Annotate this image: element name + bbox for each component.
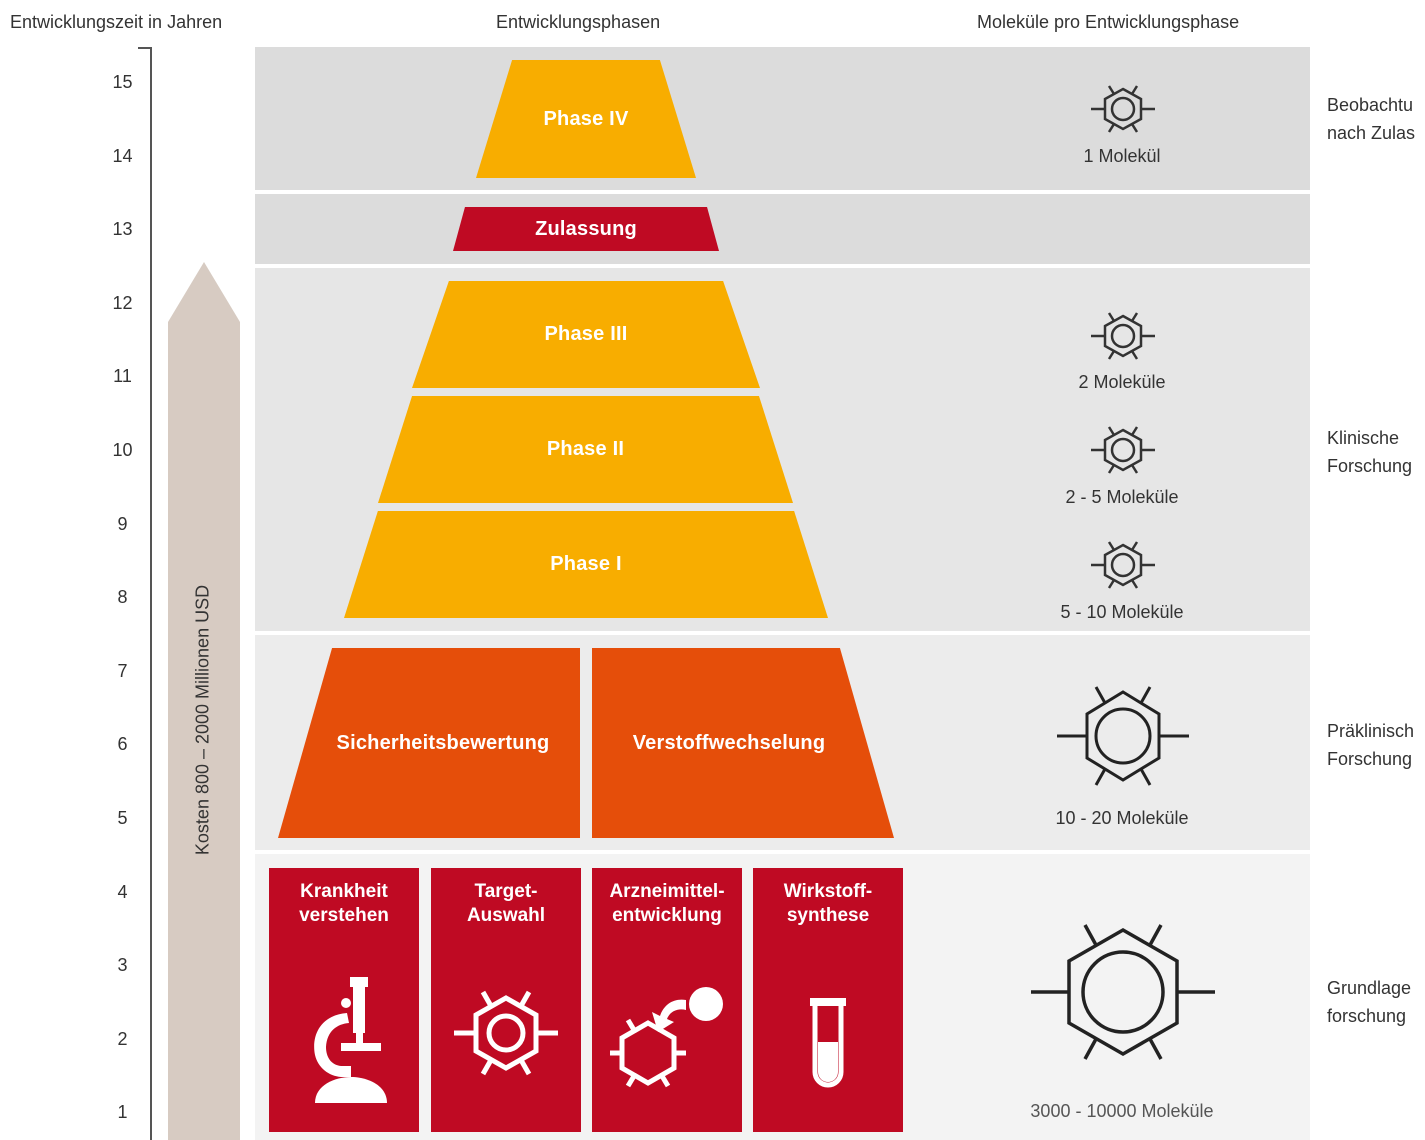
card-understand-disease: Krankheit verstehen <box>269 868 419 1132</box>
test-tube-icon <box>810 998 846 1088</box>
molecule-count-phase4: 1 Molekül <box>1083 146 1161 166</box>
year-tick: 9 <box>117 513 128 534</box>
time-axis-line <box>150 47 152 1140</box>
molecule-docking-icon <box>610 987 723 1088</box>
phase-i-label: Phase I <box>550 553 622 575</box>
year-tick: 8 <box>117 587 128 608</box>
cost-label: Kosten 800 – 2000 Millionen USD <box>192 584 213 856</box>
year-tick: 4 <box>117 881 128 902</box>
phase-i-block: Phase I <box>344 511 828 618</box>
phase-iv-label: Phase IV <box>543 107 629 130</box>
card-compound-synthesis: Wirkstoff- synthese <box>753 868 903 1132</box>
year-tick: 12 <box>112 292 133 313</box>
year-tick: 13 <box>112 219 133 240</box>
category-clinical: Klinische Forschung <box>1327 428 1413 476</box>
phase-iii-label: Phase III <box>544 323 628 345</box>
molecule-icon-phase2 <box>1091 426 1155 474</box>
molecule-icon-phase3 <box>1091 312 1155 360</box>
year-tick: 15 <box>112 72 133 92</box>
molecule-count-basic-research: 3000 - 10000 Moleküle <box>1030 1101 1214 1121</box>
molecule-count-preclinical: 10 - 20 Moleküle <box>1055 808 1189 828</box>
molecule-count-phase2: 2 - 5 Moleküle <box>1065 487 1179 507</box>
category-preclinical: Präklinisch Forschung <box>1327 721 1415 769</box>
molecule-icon-preclinical <box>1057 686 1189 786</box>
card-target-selection-label: Target- Auswahl <box>466 881 546 926</box>
molecules-header: Moleküle pro Entwicklungsphase <box>977 12 1240 32</box>
category-observation: Beobachtu nach Zulas <box>1327 95 1416 143</box>
molecule-icon <box>454 990 558 1076</box>
year-tick: 3 <box>117 955 128 976</box>
phase-iv-block: Phase IV <box>476 60 696 178</box>
year-tick: 14 <box>112 145 133 166</box>
category-basic-research: Grundlage forschung <box>1327 978 1412 1026</box>
card-drug-development: Arzneimittel- entwicklung <box>592 868 742 1132</box>
card-target-selection: Target- Auswahl <box>431 868 581 1132</box>
metabolism-label: Verstoffwechselung <box>632 731 826 754</box>
molecule-icon-basic-research <box>1031 924 1215 1060</box>
molecule-count-phase1: 5 - 10 Moleküle <box>1060 602 1184 622</box>
year-tick: 1 <box>117 1102 128 1123</box>
card-drug-development-label: Arzneimittel- entwicklung <box>609 881 725 926</box>
time-axis-header: Entwicklungszeit in Jahren <box>10 12 223 32</box>
approval-label: Zulassung <box>535 217 637 240</box>
molecule-icon-phase1 <box>1091 541 1155 589</box>
band-approval <box>255 194 1310 264</box>
year-tick: 2 <box>117 1028 128 1049</box>
card-compound-synthesis-label: Wirkstoff- synthese <box>783 881 873 926</box>
time-axis-cap <box>138 47 152 49</box>
microscope-icon <box>314 977 387 1103</box>
phase-ii-label: Phase II <box>546 438 625 460</box>
metabolism-block: Verstoffwechselung <box>592 648 894 838</box>
year-tick: 10 <box>112 440 133 460</box>
phases-header: Entwicklungsphasen <box>496 12 661 32</box>
year-tick: 7 <box>117 660 128 681</box>
phase-ii-block: Phase II <box>378 396 793 503</box>
year-tick: 11 <box>113 366 132 387</box>
band-observation <box>255 47 1310 190</box>
card-understand-disease-label: Krankheit verstehen <box>299 881 389 926</box>
molecule-icon-phase4 <box>1091 85 1155 133</box>
molecule-count-phase3: 2 Moleküle <box>1078 372 1166 392</box>
approval-block: Zulassung <box>453 207 719 251</box>
cost-arrow <box>168 262 240 1140</box>
safety-assessment-block: Sicherheitsbewertung <box>278 648 580 838</box>
year-tick: 5 <box>117 808 128 828</box>
safety-assessment-label: Sicherheitsbewertung <box>336 731 550 754</box>
year-tick: 6 <box>117 734 128 755</box>
phase-iii-block: Phase III <box>412 281 760 388</box>
